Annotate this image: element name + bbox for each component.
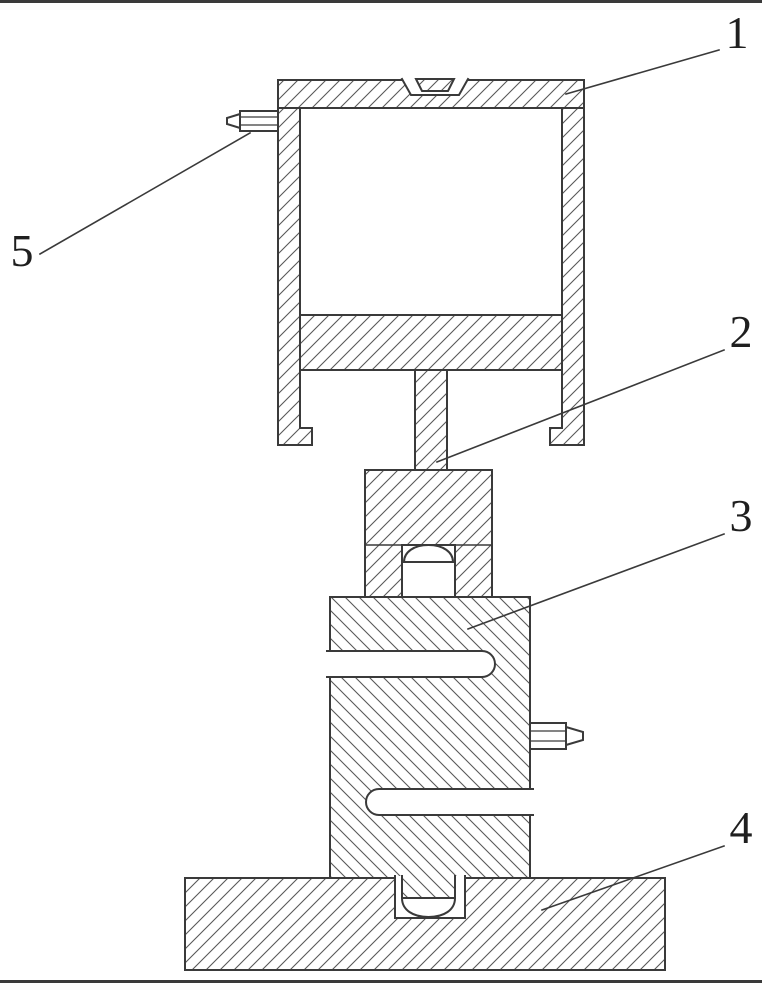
right-nozzle-body [529,722,567,750]
upper-screw-head [402,543,455,563]
part-top-housing [277,77,585,446]
lower-screw-shank-edges [401,875,456,899]
s-beam-body [329,596,531,879]
right-nozzle-bore-lines [529,730,567,742]
leader-line-5 [38,131,252,256]
part-connecting-stem [414,369,448,471]
s-beam-left-slot [326,650,496,678]
leader-line-4 [540,844,726,912]
callout-label-1: 1 [726,7,749,58]
base-body [184,877,666,971]
left-nozzle-tip [226,112,241,130]
part-s-beam [326,596,584,879]
left-nozzle-bore-lines [239,116,279,126]
leader-lines [38,49,726,912]
part-base-plate [184,875,666,971]
callout-labels: 1 2 3 4 5 [11,7,753,853]
housing-top-plug [414,78,456,92]
leader-line-1 [565,49,720,95]
housing-bottom-plate [299,314,563,371]
callout-label-2: 2 [730,306,753,357]
part-coupling-block [364,469,493,598]
part-left-nozzle [226,110,279,132]
callout-label-5: 5 [11,225,34,276]
lower-screw-shank [402,876,455,898]
lower-screw-head [400,897,457,919]
housing-right-wall [549,107,585,446]
right-nozzle-tip [565,725,584,747]
callout-label-4: 4 [730,802,753,853]
leader-line-3 [466,532,726,631]
left-nozzle-body [239,110,279,132]
housing-left-wall [277,107,313,446]
s-beam-right-slot [365,788,534,816]
callout-label-3: 3 [730,490,753,541]
leader-line-2 [435,348,726,464]
